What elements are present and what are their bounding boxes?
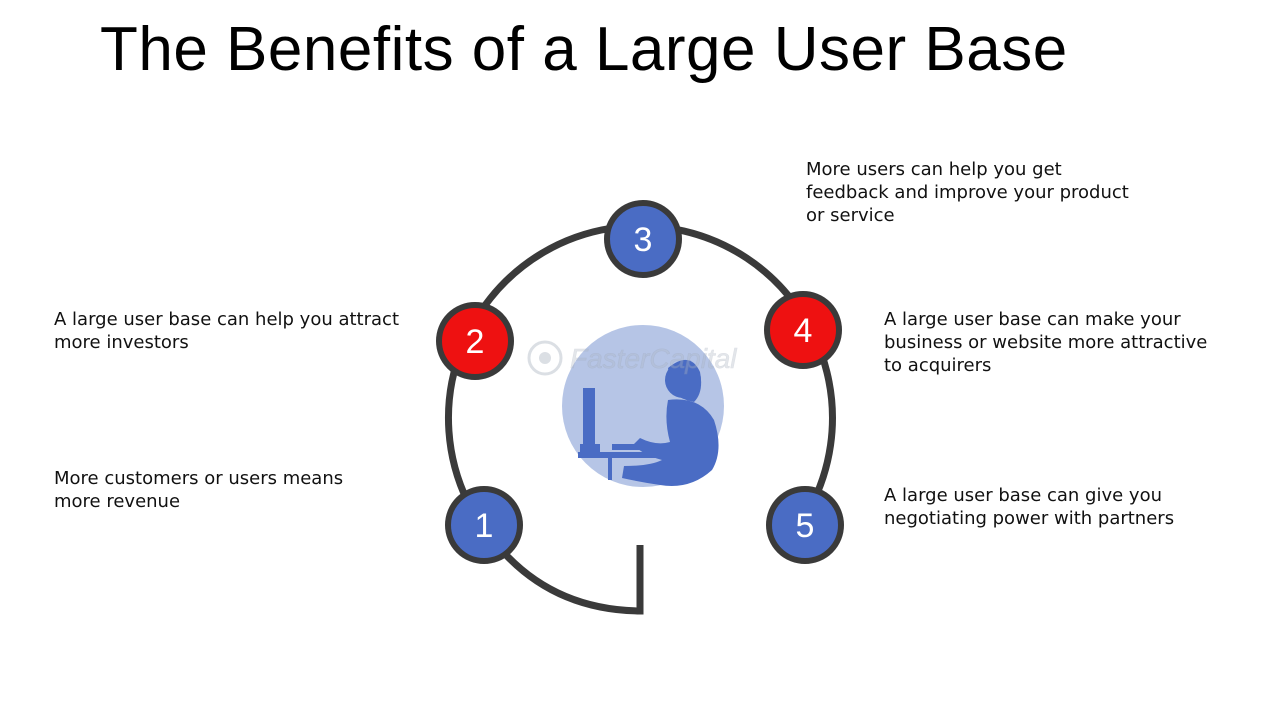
benefit-node-3: 3: [604, 200, 682, 278]
person-at-computer-icon: [562, 325, 724, 487]
benefit-3-description: More users can help you get feedback and…: [806, 159, 1129, 226]
benefit-node-4-number: 4: [794, 312, 813, 350]
cycle-tail: [505, 545, 644, 615]
benefit-node-2: 2: [436, 302, 514, 380]
svg-text:FasterCapital: FasterCapital: [570, 343, 737, 374]
benefit-node-1: 1: [445, 486, 523, 564]
benefit-node-5: 5: [766, 486, 844, 564]
benefit-4-description: A large user base can make your business…: [884, 309, 1208, 376]
watermark-logo: FasterCapital: [527, 340, 738, 376]
benefit-node-2-number: 2: [466, 323, 485, 361]
benefit-node-4: 4: [764, 291, 842, 369]
benefit-2-description: A large user base can help you attract m…: [54, 309, 399, 353]
benefit-node-5-number: 5: [796, 507, 815, 545]
benefit-1-description: More customers or users means more reven…: [54, 468, 344, 512]
benefit-5-description: A large user base can give you negotiati…: [884, 485, 1175, 529]
benefit-node-1-number: 1: [475, 507, 494, 545]
benefit-node-3-number: 3: [634, 221, 653, 259]
page-title: The Benefits of a Large User Base: [100, 15, 1068, 84]
